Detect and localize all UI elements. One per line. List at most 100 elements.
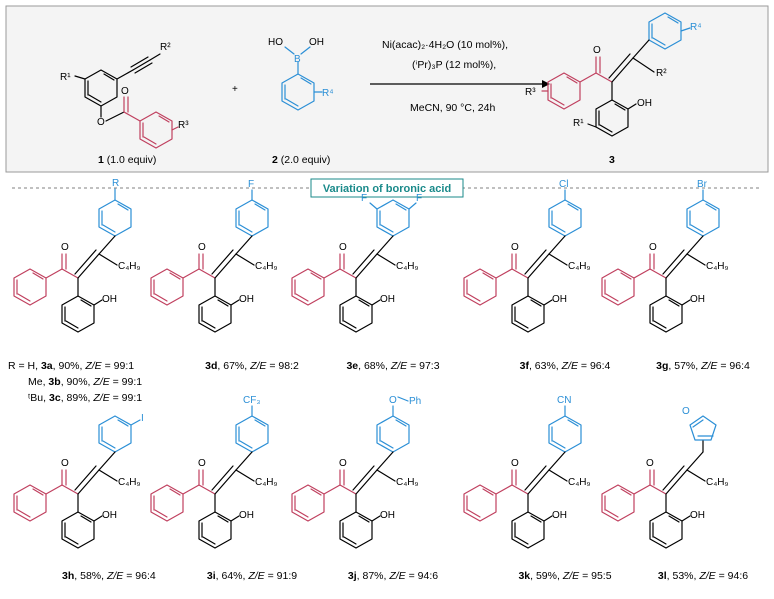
reactant-1-equiv: (1.0 equiv) — [104, 154, 157, 166]
compound-3h: I — [13, 413, 144, 549]
caption-3h-part-1: , 58%, — [74, 570, 107, 582]
r4-label-3: R⁴ — [690, 22, 702, 33]
carbonyl-o-label-3i: O — [198, 458, 206, 469]
caption-3d-part-3: = 98:2 — [266, 360, 299, 372]
condition-solvent: MeCN, 90 °C, 24h — [410, 102, 495, 114]
condition-catalyst: Ni(acac)₂·4H₂O (10 mol%), — [382, 39, 508, 51]
chain-label-3f: C₄H₉ — [568, 261, 591, 272]
section-title-box — [310, 178, 464, 198]
caption-3f-part-0: 3f — [520, 360, 530, 372]
reactant-2-equiv: (2.0 equiv) — [278, 154, 331, 166]
substituent-3h: I — [141, 413, 144, 424]
caption-3h-part-3: = 96:4 — [123, 570, 156, 582]
reactant-2-id: 2 — [272, 154, 278, 166]
compound-3f: Cl — [463, 179, 582, 333]
r-variant-1-part-1: 3b — [48, 376, 60, 388]
caption-3d: 3d, 67%, Z/E = 98:2 — [205, 360, 299, 372]
caption-3d-part-2: Z/E — [249, 360, 267, 372]
substituent-3g: Br — [697, 179, 708, 190]
caption-3f-part-1: , 63%, — [529, 360, 562, 372]
chain-label-3g: C₄H₉ — [706, 261, 729, 272]
r-variant-0-part-2: , 90%, — [53, 360, 86, 372]
compound-3i: CF₃ — [150, 395, 269, 549]
r4-label-1: R⁴ — [322, 88, 334, 99]
caption-3l-part-2: Z/E — [698, 570, 716, 582]
oh-label-3l: OH — [690, 510, 705, 521]
caption-3k-part-2: Z/E — [562, 570, 580, 582]
oh-label-3g: OH — [690, 294, 705, 305]
substituent-3d: F — [248, 179, 254, 190]
reactant-1-caption: 1 (1.0 equiv) — [98, 154, 156, 166]
caption-3d-part-1: , 67%, — [217, 360, 250, 372]
chain-label-3e: C₄H₉ — [396, 261, 419, 272]
compound-3j: O Ph — [291, 395, 421, 549]
caption-3i-part-1: , 64%, — [216, 570, 249, 582]
substituent-3f: Cl — [559, 179, 568, 190]
r3-label-3: R³ — [525, 87, 536, 98]
r-variant-0-part-1: 3a — [41, 360, 53, 372]
caption-3f-part-2: Z/E — [561, 360, 579, 372]
r2-label-1: R² — [160, 42, 171, 53]
boron-label: B — [294, 54, 301, 65]
compound-3e: F F — [291, 193, 422, 333]
caption-3j-part-0: 3j — [348, 570, 357, 582]
r-variant-0-part-3: Z/E — [84, 360, 102, 372]
chain-label-3a: C₄H₉ — [118, 261, 141, 272]
substituent-3e-right: F — [416, 193, 422, 204]
caption-3e-part-1: , 68%, — [358, 360, 391, 372]
oh-label-3: OH — [637, 98, 652, 109]
chain-label-3j: C₄H₉ — [396, 477, 419, 488]
caption-3e-part-3: = 97:3 — [407, 360, 440, 372]
carbonyl-o-label-3g: O — [649, 242, 657, 253]
oh-label-3a: OH — [102, 294, 117, 305]
caption-3g: 3g, 57%, Z/E = 96:4 — [656, 360, 750, 372]
furan-o-label: O — [682, 406, 690, 417]
caption-3e: 3e, 68%, Z/E = 97:3 — [346, 360, 439, 372]
compound-captions: 3d, 67%, Z/E = 98:2 3e, 68%, Z/E = 97:3 3f… — [8, 360, 750, 582]
caption-3i-part-0: 3i — [207, 570, 216, 582]
ester-o-label: O — [97, 117, 105, 128]
carbonyl-o-label-3a: O — [61, 242, 69, 253]
r3-label-1: R³ — [178, 120, 189, 131]
caption-3k: 3k, 59%, Z/E = 95:5 — [518, 570, 611, 582]
caption-3f-part-3: = 96:4 — [578, 360, 611, 372]
chain-label-3l: C₄H₉ — [706, 477, 729, 488]
caption-3j-part-2: Z/E — [388, 570, 406, 582]
r-variant-0: R = H, 3a, 90%, Z/E = 99:1 — [8, 360, 134, 372]
caption-3l-part-3: = 94:6 — [716, 570, 749, 582]
r-variant-2-part-0: ᵗBu, — [28, 392, 49, 404]
chain-label-3d: C₄H₉ — [255, 261, 278, 272]
reactant-2-structure — [281, 46, 323, 111]
r-variant-2-part-4: = 99:1 — [110, 392, 143, 404]
compound-3g: Br — [601, 179, 720, 333]
oh-label-3h: OH — [102, 510, 117, 521]
caption-3f: 3f, 63%, Z/E = 96:4 — [520, 360, 611, 372]
r-variant-1-part-4: = 99:1 — [110, 376, 143, 388]
oh-label-3f: OH — [552, 294, 567, 305]
caption-3i-part-3: = 91:9 — [265, 570, 298, 582]
arrowhead — [542, 80, 550, 88]
caption-3g-part-2: Z/E — [700, 360, 718, 372]
condition-ligand: (ⁱPr)₃P (12 mol%), — [412, 59, 496, 71]
scheme-box — [5, 5, 769, 173]
r-variant-2: ᵗBu, 3c, 89%, Z/E = 99:1 — [28, 392, 142, 404]
carbonyl-o-label-3l: O — [646, 458, 654, 469]
carbonyl-o-label-3: O — [593, 45, 601, 56]
reactant-2-caption: 2 (2.0 equiv) — [272, 154, 330, 166]
carbonyl-o-label-3d: O — [198, 242, 206, 253]
reactant-1-structure — [74, 53, 179, 149]
r-variant-2-part-2: , 89%, — [61, 392, 94, 404]
caption-3i-part-2: Z/E — [247, 570, 265, 582]
substituent-3j: O — [389, 395, 397, 406]
chain-label-3h: C₄H₉ — [118, 477, 141, 488]
r-variant-1-part-2: , 90%, — [61, 376, 94, 388]
r-variant-0-part-0: R = H, — [8, 360, 41, 372]
oh-label-3i: OH — [239, 510, 254, 521]
carbonyl-o-label-1: O — [121, 86, 129, 97]
r-variant-1: Me, 3b, 90%, Z/E = 99:1 — [28, 376, 142, 388]
plus-sign: + — [232, 84, 238, 95]
oh-label-boronic: OH — [309, 37, 324, 48]
caption-3k-part-0: 3k — [518, 570, 530, 582]
caption-3l-part-1: , 53%, — [667, 570, 700, 582]
